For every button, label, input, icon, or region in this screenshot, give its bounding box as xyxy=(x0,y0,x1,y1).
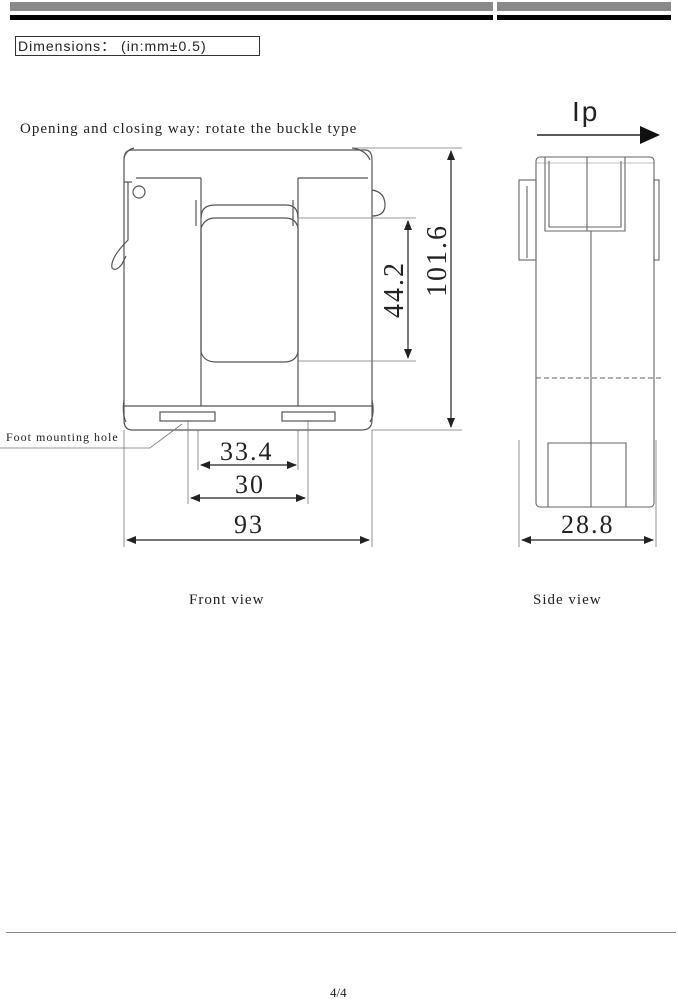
front-view-caption: Front view xyxy=(189,592,265,608)
current-direction-arrow xyxy=(537,126,660,144)
dim-side-width: 28.8 xyxy=(561,510,615,539)
dim-window-height: 44.2 xyxy=(379,261,410,318)
dim-total-height: 101.6 xyxy=(422,224,453,297)
header-bar-gray-right xyxy=(497,2,671,11)
header-bar-black-left xyxy=(10,15,493,20)
dim-window-width: 33.4 xyxy=(220,437,274,466)
dimensions-label: Dimensions： (in:mm±0.5) xyxy=(15,36,260,56)
dim-total-width: 93 xyxy=(234,510,264,539)
page-number: 4/4 xyxy=(330,985,347,1000)
extension-lines xyxy=(0,147,462,547)
side-view-outline xyxy=(518,156,662,508)
front-view-outline xyxy=(111,147,386,431)
foot-mounting-hole-label: Foot mounting hole xyxy=(6,430,119,444)
current-direction-label: Ip xyxy=(572,96,600,127)
footer-rule xyxy=(6,932,676,933)
side-view-caption: Side view xyxy=(533,592,602,608)
dimension-arrows xyxy=(126,150,654,544)
header-bar-gray-left xyxy=(10,2,493,11)
header-bar-black-right xyxy=(497,15,671,20)
side-view-extension-lines xyxy=(518,440,657,547)
opening-note: Opening and closing way: rotate the buck… xyxy=(20,121,358,137)
dim-hole-span: 30 xyxy=(235,470,265,499)
